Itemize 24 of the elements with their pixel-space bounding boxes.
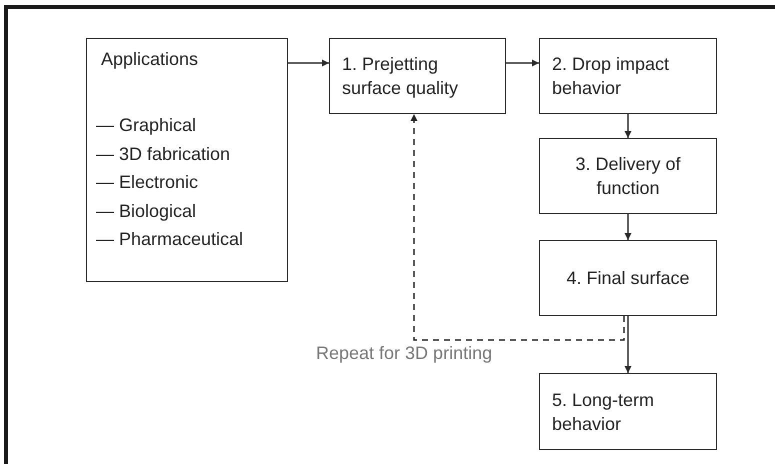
box-text: 5. Long-term behavior	[552, 388, 656, 436]
box-text: 2. Drop impact behavior	[552, 53, 670, 100]
process-box	[539, 240, 717, 316]
process-box	[539, 38, 717, 114]
arrow	[624, 114, 632, 138]
dashed-arrow	[410, 114, 625, 341]
arrow	[506, 60, 539, 66]
list-item: — Graphical	[96, 114, 196, 137]
list-item: — Biological	[96, 200, 196, 223]
arrow	[624, 214, 632, 240]
process-box	[329, 38, 506, 114]
box-text: 4. Final surface	[566, 267, 690, 290]
process-box	[86, 38, 288, 282]
arrow	[288, 60, 329, 66]
process-box	[539, 138, 717, 214]
arrow	[624, 316, 632, 373]
process-box	[539, 373, 717, 450]
edge-label: Repeat for 3D printing	[316, 343, 492, 363]
list-item: — 3D fabrication	[96, 142, 230, 166]
list-item: — Pharmaceutical	[96, 228, 244, 251]
box-heading: Applications	[101, 48, 198, 71]
box-text: 1. Prejetting surface quality	[342, 53, 460, 100]
box-text: 3. Delivery of function	[574, 153, 682, 200]
list-item: — Electronic	[96, 171, 198, 194]
